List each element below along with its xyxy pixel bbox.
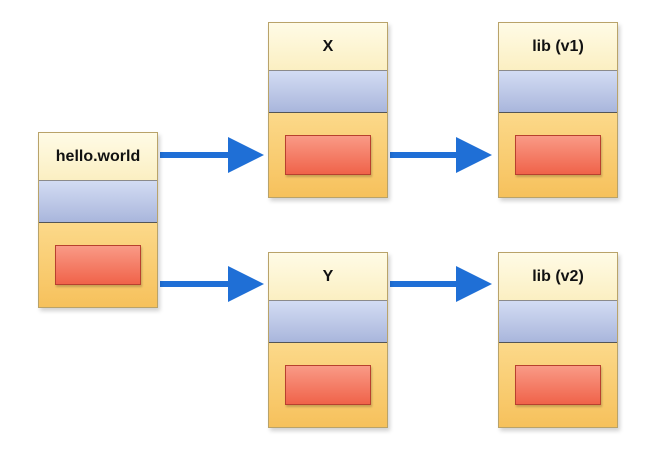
module-middle-band [269, 301, 387, 343]
module-header: lib (v1) [499, 23, 617, 71]
module-body [499, 343, 617, 427]
module-header: lib (v2) [499, 253, 617, 301]
module-body [269, 113, 387, 197]
module-implementation-block [285, 365, 371, 405]
module-label-x: X [322, 37, 334, 55]
module-body [499, 113, 617, 197]
module-header: X [269, 23, 387, 71]
module-implementation-block [515, 135, 601, 175]
module-label-lib-v1: lib (v1) [532, 37, 584, 55]
module-x: X [268, 22, 388, 198]
module-lib-v1: lib (v1) [498, 22, 618, 198]
module-body [269, 343, 387, 427]
module-middle-band [499, 301, 617, 343]
module-y: Y [268, 252, 388, 428]
module-implementation-block [55, 245, 141, 285]
module-implementation-block [285, 135, 371, 175]
module-implementation-block [515, 365, 601, 405]
module-lib-v2: lib (v2) [498, 252, 618, 428]
module-middle-band [39, 181, 157, 223]
module-label-hello-world: hello.world [55, 147, 141, 165]
module-label-y: Y [322, 267, 334, 285]
module-header: Y [269, 253, 387, 301]
module-header: hello.world [39, 133, 157, 181]
module-middle-band [499, 71, 617, 113]
module-hello-world: hello.world [38, 132, 158, 308]
module-label-lib-v2: lib (v2) [532, 267, 584, 285]
module-middle-band [269, 71, 387, 113]
module-body [39, 223, 157, 307]
